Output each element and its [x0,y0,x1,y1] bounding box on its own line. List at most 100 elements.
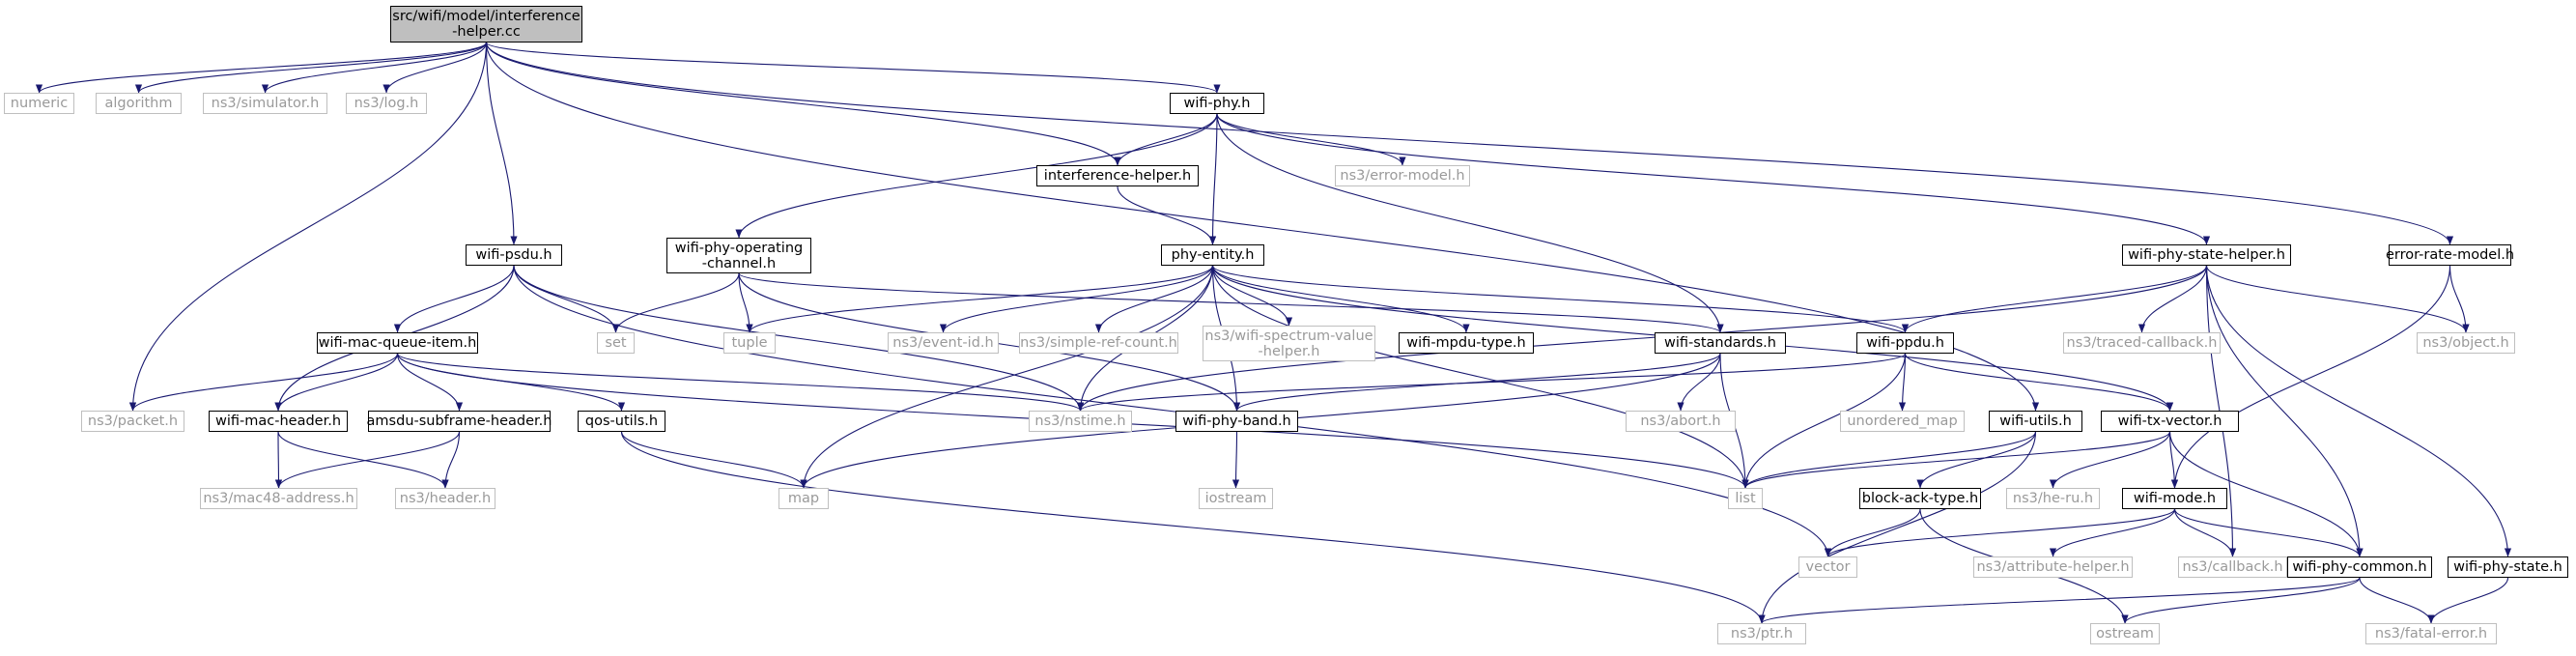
edge-wifiphy-to-errormodel [1216,113,1406,166]
edge-txvector-to-phycommon [2168,431,2364,557]
edge-utils-to-ptr [1758,431,2037,624]
node-phystate[interactable]: wifi-phy-state.h [2448,556,2568,578]
node-nstime: ns3/nstime.h [1029,411,1132,432]
edge-phycommon-to-ostream [2121,577,2361,624]
node-spectrum: ns3/wifi-spectrum-value -helper.h [1203,326,1375,361]
edge-utils-to-list [1741,431,2037,489]
node-amsdu[interactable]: amsdu-subframe-header.h [367,411,552,432]
node-band[interactable]: wifi-phy-band.h [1175,411,1298,432]
edge-queueitem-to-nstime [396,353,1084,412]
node-errormodel: ns3/error-model.h [1335,165,1470,186]
node-root: src/wifi/model/interference -helper.cc [390,6,582,43]
node-phyentity[interactable]: phy-entity.h [1161,244,1264,266]
edge-amsdu-to-mac48 [274,431,461,489]
node-wifipsdu[interactable]: wifi-psdu.h [466,244,562,266]
edge-qosutils-to-ptr [620,431,1766,624]
edge-wifiphy-to-standards [1216,113,1724,333]
edge-wifimode-to-callback [2173,508,2237,557]
node-standards[interactable]: wifi-standards.h [1655,332,1786,354]
edge-phyentity-to-eventid [939,265,1214,333]
edge-phyentity-to-mpdutype [1211,265,1470,333]
node-qosutils[interactable]: qos-utils.h [578,411,665,432]
node-wifiphy[interactable]: wifi-phy.h [1170,93,1264,114]
node-log: ns3/log.h [346,93,427,114]
node-numeric: numeric [4,93,74,114]
node-set: set [597,332,635,354]
edge-root-to-numeric [36,42,488,94]
node-wifimode[interactable]: wifi-mode.h [2122,488,2227,509]
edge-txvector-to-list [1741,431,2171,489]
node-simulator: ns3/simulator.h [203,93,327,114]
node-txvector[interactable]: wifi-tx-vector.h [2101,411,2239,432]
edge-phyentity-to-ppdu [1211,265,1909,333]
edge-txvector-to-wifimode [2168,431,2179,489]
node-mpdutype[interactable]: wifi-mpdu-type.h [1399,332,1534,354]
node-simpleref: ns3/simple-ref-count.h [1019,332,1178,354]
edge-band-to-iostream [1231,431,1240,489]
edge-standards-to-abort [1677,353,1721,412]
edge-phyentity-to-list [1211,265,1749,489]
edge-txvector-to-heru [2049,431,2171,489]
edge-wifipsdu-to-queueitem [393,265,515,333]
edge-ppdu-to-txvector [1904,353,2174,412]
edge-root-to-simulator [261,42,488,94]
node-heru: ns3/he-ru.h [2006,488,2100,509]
edge-ppdu-to-list [1741,353,1907,489]
edge-errorrate-to-wifimode [2170,265,2451,489]
edge-wifiphy-to-opchannel [735,113,1218,239]
node-interference[interactable]: interference-helper.h [1036,165,1199,186]
edge-statehelper-to-ppdu [1901,265,2208,333]
node-callback: ns3/callback.h [2178,556,2287,578]
edge-wifiphy-to-phyentity [1208,113,1218,245]
edge-phycommon-to-fatal [2359,577,2435,624]
edge-opchannel-to-set [611,272,740,333]
node-traced: ns3/traced-callback.h [2063,332,2221,354]
node-umap: unordered_map [1840,411,1965,432]
edge-macheader-to-mac48 [274,431,283,489]
node-opchannel[interactable]: wifi-phy-operating -channel.h [666,238,811,273]
node-queueitem[interactable]: wifi-mac-queue-item.h [317,332,478,354]
edge-opchannel-to-tuple [738,272,753,333]
edge-phystate-to-fatal [2427,577,2509,624]
node-ptr: ns3/ptr.h [1717,623,1806,644]
edge-amsdu-to-header [441,431,461,489]
edge-interference-to-phyentity [1117,185,1217,245]
edge-root-to-interference [485,42,1121,166]
node-phycommon[interactable]: wifi-phy-common.h [2287,556,2432,578]
edge-statehelper-to-object [2205,265,2470,333]
edge-phyentity-to-spectrum [1211,265,1293,327]
node-tuple: tuple [723,332,776,354]
edge-wifiphy-to-interference [1114,113,1218,166]
node-ppdu[interactable]: wifi-ppdu.h [1856,332,1954,354]
edge-statehelper-to-phystate [2205,265,2512,557]
node-header: ns3/header.h [395,488,495,509]
node-macheader[interactable]: wifi-mac-header.h [209,411,348,432]
node-algorithm: algorithm [96,93,182,114]
edge-standards-to-band [1233,353,1721,412]
node-ostream: ostream [2090,623,2160,644]
edge-wifimode-to-phycommon [2173,508,2364,557]
node-statehelper[interactable]: wifi-phy-state-helper.h [2122,244,2291,266]
edge-wifipsdu-to-nstime [513,265,1085,412]
node-blockack[interactable]: block-ack-type.h [1859,488,1981,509]
edge-phyentity-to-tuple [746,265,1214,333]
node-attrhelper: ns3/attribute-helper.h [1973,556,2133,578]
edge-root-to-wifipsdu [485,42,518,245]
edge-qosutils-to-map [620,431,807,489]
edge-queueitem-to-amsdu [396,353,464,412]
node-utils[interactable]: wifi-utils.h [1989,411,2082,432]
edge-wifimode-to-attrhelper [2049,508,2176,557]
node-map: map [778,488,829,509]
edge-phycommon-to-ptr [1758,577,2361,624]
node-object: ns3/object.h [2417,332,2515,354]
edge-wifiphy-to-statehelper [1216,113,2210,245]
edge-phyentity-to-simpleref [1094,265,1214,333]
node-errorrate[interactable]: error-rate-model.h [2386,244,2514,266]
edge-phyentity-to-map [800,265,1214,489]
node-list: list [1728,488,1763,509]
edge-root-to-algorithm [135,42,488,94]
edge-root-to-packet [128,42,488,412]
edge-statehelper-to-traced [2137,265,2208,333]
edge-errorrate-to-object [2449,265,2470,333]
edge-wifimode-to-vector [1825,508,2176,557]
